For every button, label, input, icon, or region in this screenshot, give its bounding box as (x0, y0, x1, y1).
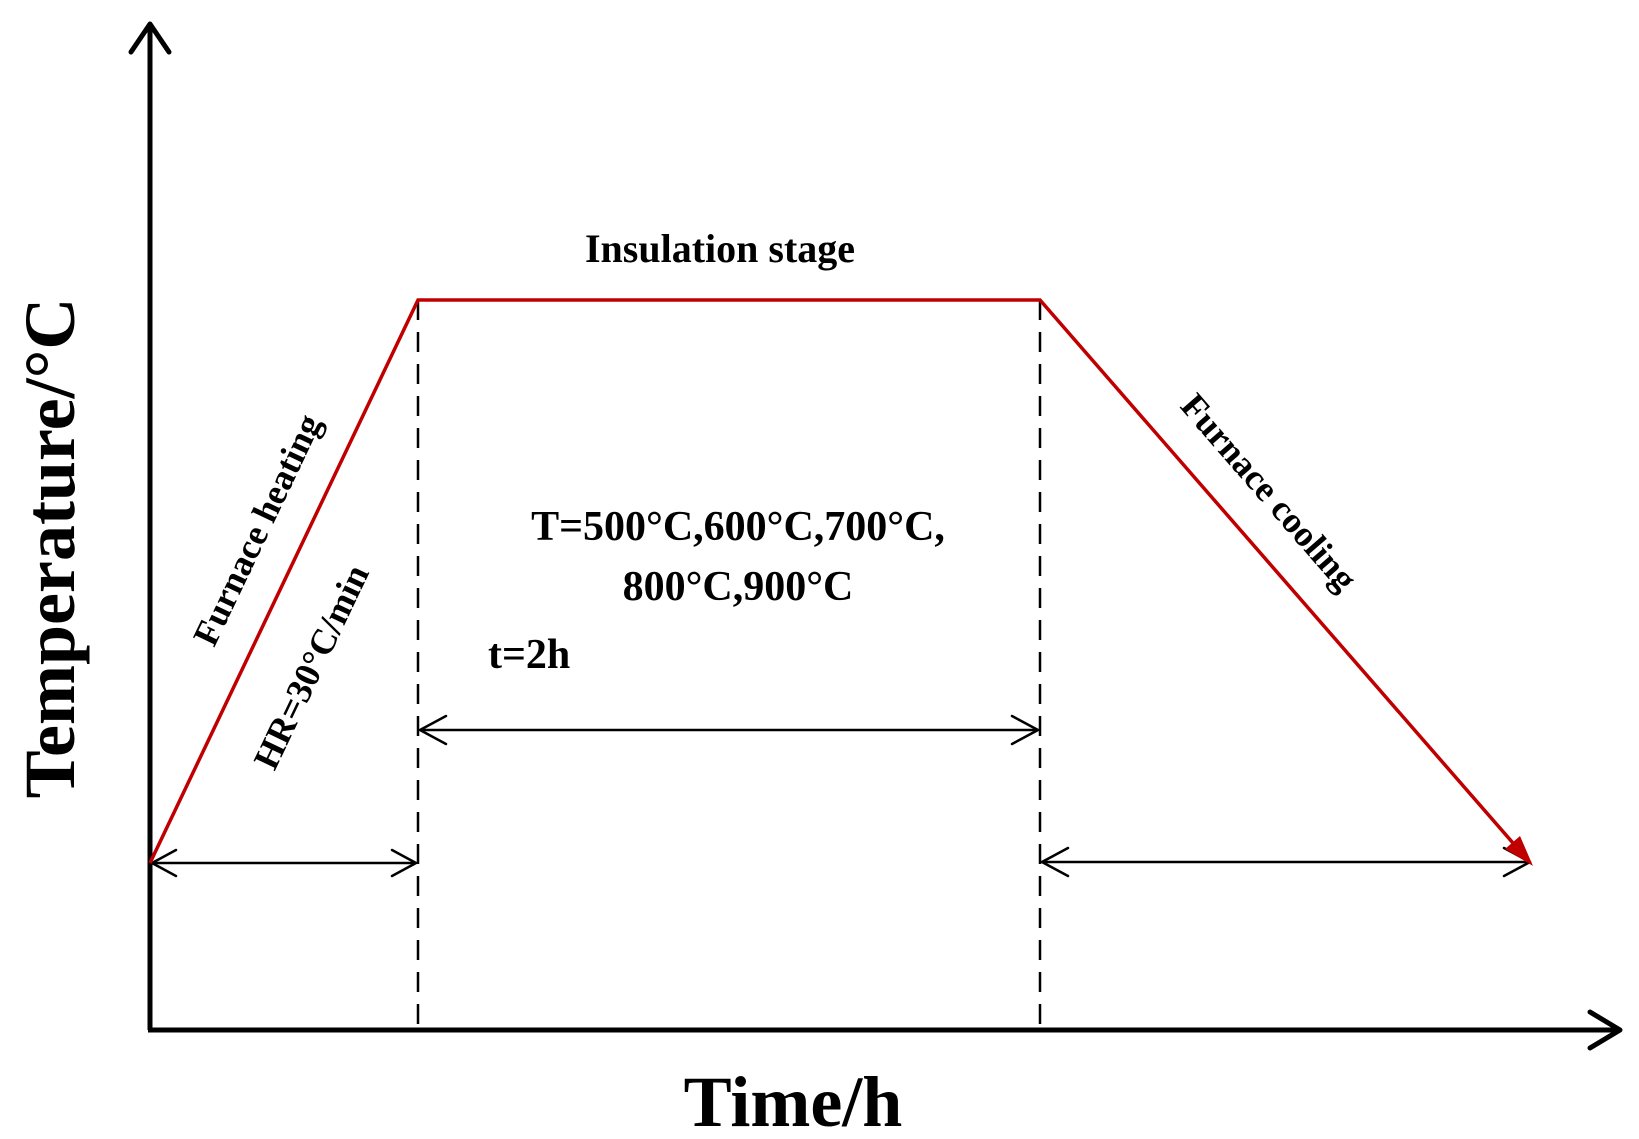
temperature-profile-line (148, 298, 1528, 864)
temperatures-line-2: 800°C,900°C (623, 564, 854, 610)
x-axis-arrowhead (1587, 1009, 1623, 1051)
cooling-duration-left-head (1040, 846, 1070, 878)
temperature-profile (148, 298, 1533, 866)
insulation-duration-right-head (1010, 714, 1040, 746)
labels: Insulation stage T=500°C,600°C,700°C, 80… (10, 226, 1365, 1139)
y-axis-label: Temperature/°C (10, 298, 90, 799)
furnace-cooling-label: Furnace cooling (1173, 386, 1365, 599)
temperatures-line-1: T=500°C,600°C,700°C, (531, 504, 945, 550)
duration-arrows (150, 714, 1532, 878)
insulation-stage-label: Insulation stage (585, 226, 855, 271)
insulation-duration-left-head (418, 714, 448, 746)
heating-duration-right-head (390, 848, 418, 878)
y-axis-arrowhead (128, 21, 172, 55)
cooling-end-arrowhead (1505, 836, 1533, 866)
x-axis-label: Time/h (684, 1062, 903, 1139)
stage-boundaries (416, 300, 1042, 1030)
hold-time-label: t=2h (488, 632, 570, 678)
heating-rate-label: HR=30°C/min (246, 559, 377, 776)
heating-duration-left-head (150, 848, 178, 878)
